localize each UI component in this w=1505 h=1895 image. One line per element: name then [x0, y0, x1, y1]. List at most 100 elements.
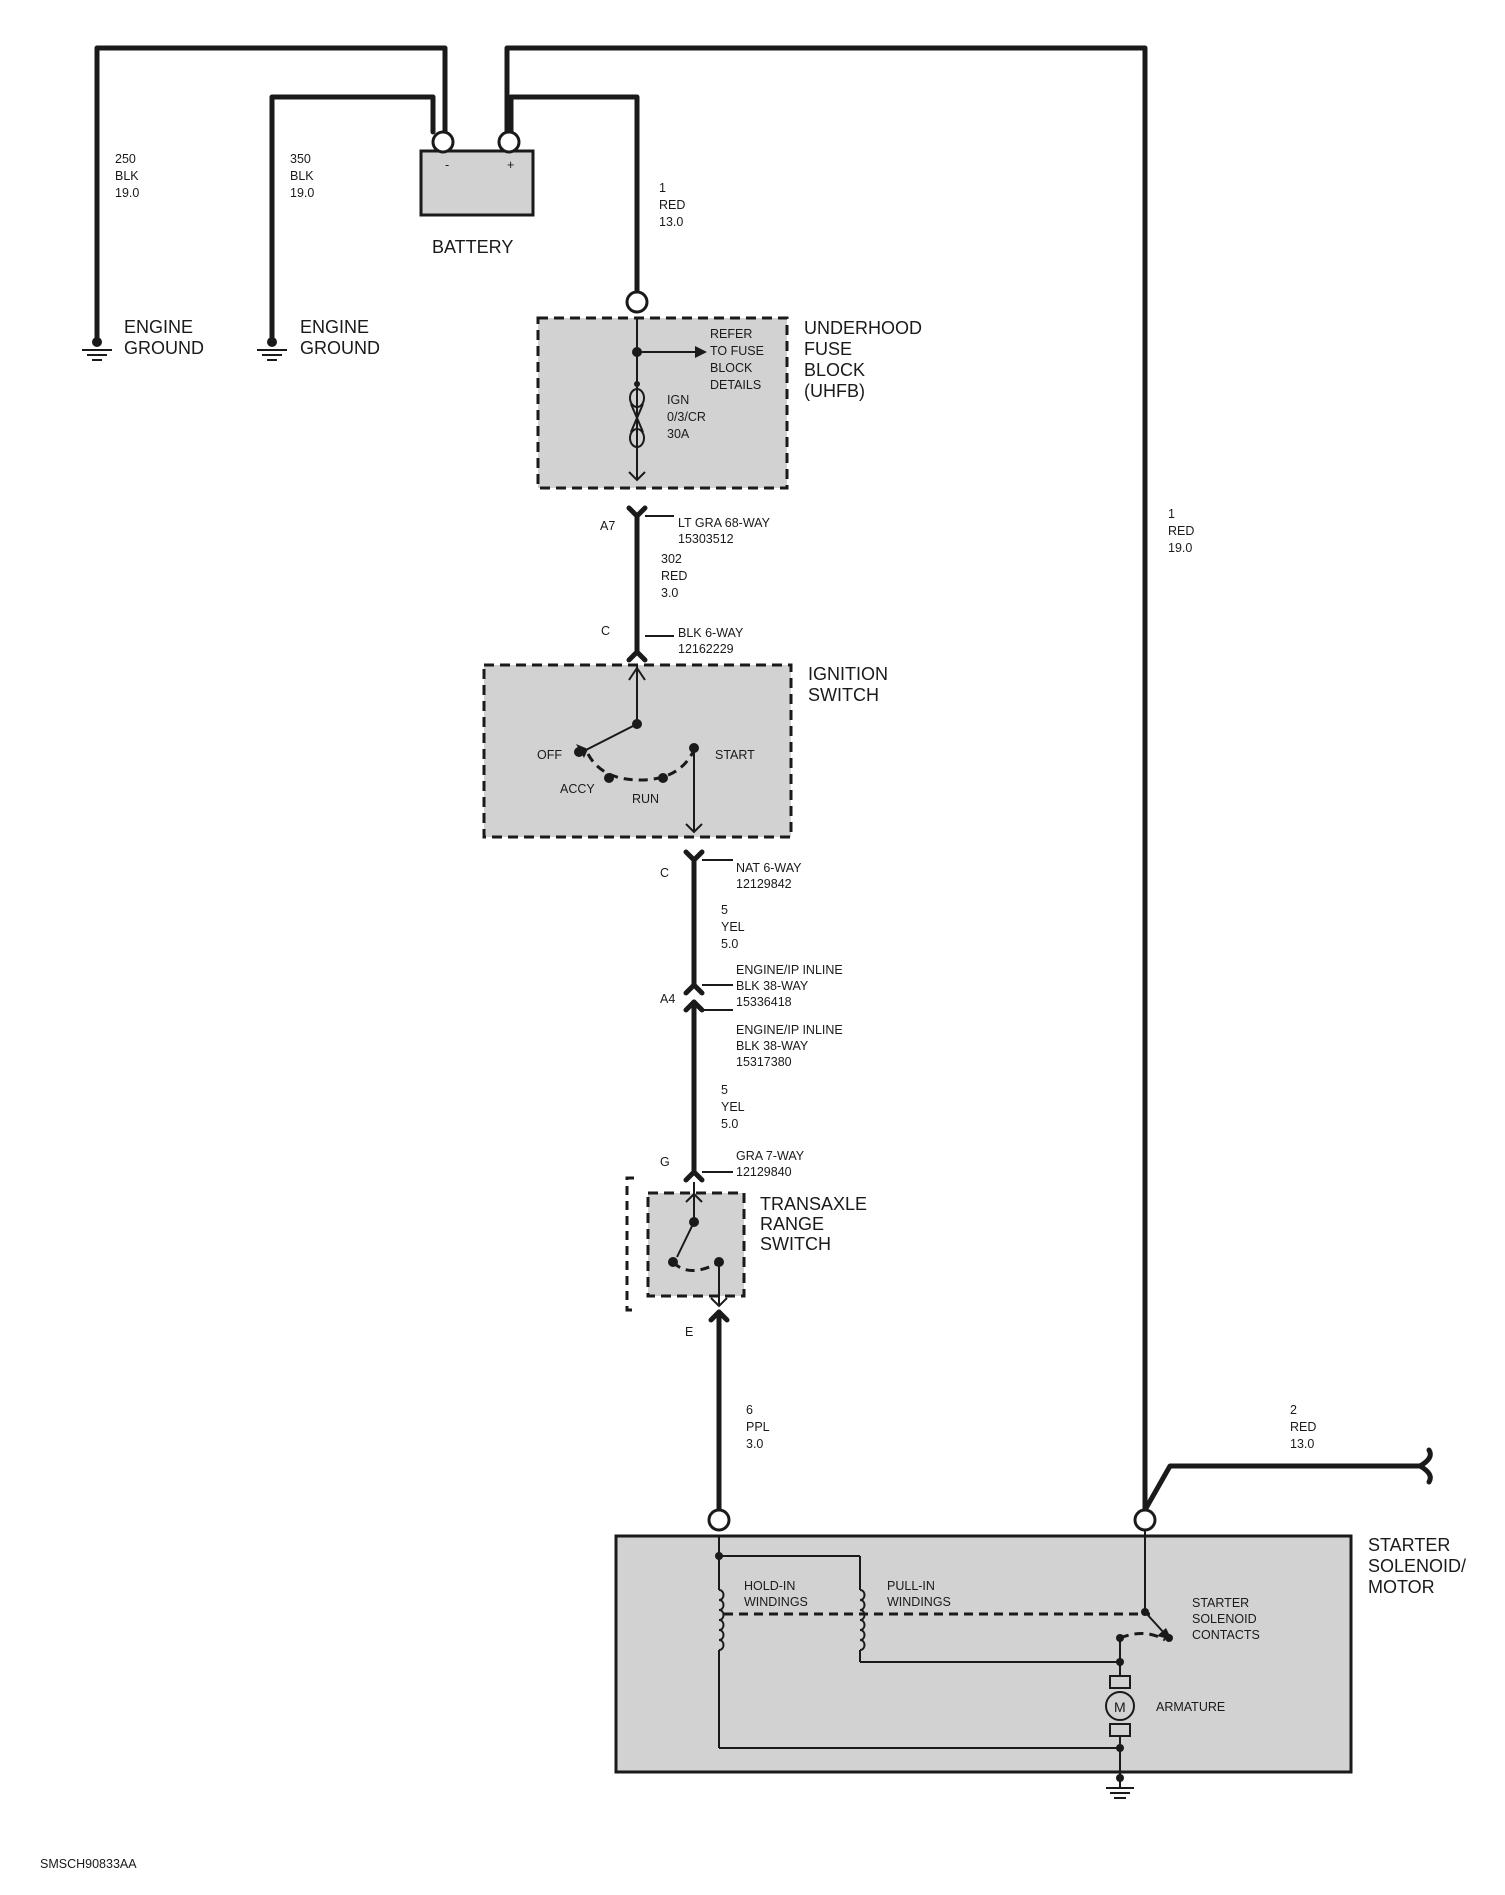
starter-battery-terminal [1133, 1508, 1157, 1532]
wire-label-6: 6 PPL 3.0 [746, 1403, 770, 1451]
connector-a7 [626, 505, 674, 663]
wire-label-250: 250 BLK 19.0 [115, 152, 139, 200]
wire-1-red-starter [504, 45, 1148, 1513]
connector-c-pin-1: C [601, 624, 610, 638]
ignition-off-label: OFF [537, 748, 562, 762]
svg-text:19.0: 19.0 [290, 186, 314, 200]
connector-a4-pin: A4 [660, 992, 675, 1006]
svg-text:12129840: 12129840 [736, 1165, 792, 1179]
connector-a4-upper-label: ENGINE/IP INLINE BLK 38-WAY 15336418 [736, 963, 843, 1009]
svg-text:ENGINE: ENGINE [124, 317, 193, 337]
svg-text:19.0: 19.0 [115, 186, 139, 200]
svg-text:IGN: IGN [667, 393, 689, 407]
pull-in-windings-label: PULL-IN WINDINGS [887, 1579, 951, 1609]
wire-1-red-fuse [508, 94, 640, 294]
ignition-start-label: START [715, 748, 755, 762]
connector-a7-label: LT GRA 68-WAY 15303512 [678, 516, 771, 546]
hold-in-windings-label: HOLD-IN WINDINGS [744, 1579, 808, 1609]
svg-text:SOLENOID/: SOLENOID/ [1368, 1556, 1466, 1576]
wire-label-350: 350 BLK 19.0 [290, 152, 314, 200]
connector-a4-lower-label: ENGINE/IP INLINE BLK 38-WAY 15317380 [736, 1023, 843, 1069]
svg-text:1: 1 [659, 181, 666, 195]
svg-text:GROUND: GROUND [124, 338, 204, 358]
starter-solenoid-motor [614, 1530, 1353, 1799]
wire-label-302: 302 RED 3.0 [661, 552, 687, 600]
svg-text:ENGINE/IP INLINE: ENGINE/IP INLINE [736, 963, 843, 977]
engine-ground-label-2: ENGINE GROUND [300, 317, 380, 358]
svg-text:LT GRA 68-WAY: LT GRA 68-WAY [678, 516, 771, 530]
connector-c-pin-2: C [660, 866, 669, 880]
svg-text:13.0: 13.0 [1290, 1437, 1314, 1451]
ignition-accy-label: ACCY [560, 782, 595, 796]
ignition-switch-title: IGNITION SWITCH [808, 664, 888, 705]
svg-text:MOTOR: MOTOR [1368, 1577, 1435, 1597]
svg-text:PPL: PPL [746, 1420, 770, 1434]
svg-text:STARTER: STARTER [1368, 1535, 1450, 1555]
battery-positive-terminal [497, 130, 521, 154]
svg-text:0/3/CR: 0/3/CR [667, 410, 706, 424]
svg-text:BLK: BLK [115, 169, 139, 183]
wire-label-2: 2 RED 13.0 [1290, 1403, 1316, 1451]
connector-a7-pin: A7 [600, 519, 615, 533]
svg-text:RED: RED [659, 198, 685, 212]
transaxle-range-switch-title: TRANSAXLE RANGE SWITCH [760, 1194, 867, 1254]
svg-text:RANGE: RANGE [760, 1214, 824, 1234]
svg-text:15303512: 15303512 [678, 532, 734, 546]
connector-c-nat [683, 849, 733, 1183]
svg-text:BLK 38-WAY: BLK 38-WAY [736, 1039, 809, 1053]
svg-text:NAT 6-WAY: NAT 6-WAY [736, 861, 802, 875]
wire-350-blk [269, 94, 436, 326]
transaxle-range-switch [625, 1176, 746, 1312]
uhfb-refer-label: REFER TO FUSE BLOCK DETAILS [710, 327, 764, 392]
svg-text:GROUND: GROUND [300, 338, 380, 358]
connector-c-label-2: NAT 6-WAY 12129842 [736, 861, 802, 891]
svg-text:WINDINGS: WINDINGS [744, 1595, 808, 1609]
svg-text:BLK 6-WAY: BLK 6-WAY [678, 626, 744, 640]
svg-text:13.0: 13.0 [659, 215, 683, 229]
uhfb-input-terminal [625, 290, 649, 314]
svg-text:YEL: YEL [721, 1100, 745, 1114]
svg-text:5.0: 5.0 [721, 1117, 738, 1131]
svg-text:RED: RED [661, 569, 687, 583]
svg-text:TO FUSE: TO FUSE [710, 344, 764, 358]
engine-ground-symbol-2 [257, 320, 287, 361]
svg-text:RED: RED [1290, 1420, 1316, 1434]
solenoid-contacts-label: STARTER SOLENOID CONTACTS [1192, 1596, 1260, 1642]
svg-text:ENGINE: ENGINE [300, 317, 369, 337]
svg-text:302: 302 [661, 552, 682, 566]
svg-text:SOLENOID: SOLENOID [1192, 1612, 1257, 1626]
svg-text:BLK: BLK [290, 169, 314, 183]
svg-text:1: 1 [1168, 507, 1175, 521]
connector-e-pin: E [685, 1325, 693, 1339]
wire-250-blk [94, 45, 448, 326]
wire-2-red [1142, 1447, 1433, 1513]
svg-text:(UHFB): (UHFB) [804, 381, 865, 401]
connector-g-label: GRA 7-WAY 12129840 [736, 1149, 805, 1179]
battery-label: BATTERY [432, 237, 513, 257]
svg-text:250: 250 [115, 152, 136, 166]
armature-label: ARMATURE [1156, 1700, 1225, 1714]
ignition-switch [482, 663, 793, 839]
svg-text:30A: 30A [667, 427, 690, 441]
svg-text:FUSE: FUSE [804, 339, 852, 359]
svg-text:6: 6 [746, 1403, 753, 1417]
svg-text:UNDERHOOD: UNDERHOOD [804, 318, 922, 338]
svg-text:19.0: 19.0 [1168, 541, 1192, 555]
svg-text:IGNITION: IGNITION [808, 664, 888, 684]
armature-motor-symbol: M [1114, 1699, 1126, 1715]
wire-label-5b: 5 YEL 5.0 [721, 1083, 745, 1131]
svg-text:BLOCK: BLOCK [710, 361, 753, 375]
svg-text:12162229: 12162229 [678, 642, 734, 656]
svg-text:15317380: 15317380 [736, 1055, 792, 1069]
svg-text:WINDINGS: WINDINGS [887, 1595, 951, 1609]
svg-text:REFER: REFER [710, 327, 752, 341]
svg-text:SWITCH: SWITCH [808, 685, 879, 705]
wire-label-1-fuse: 1 RED 13.0 [659, 181, 685, 229]
battery-positive-mark: + [507, 158, 514, 172]
svg-text:SWITCH: SWITCH [760, 1234, 831, 1254]
svg-text:PULL-IN: PULL-IN [887, 1579, 935, 1593]
wire-label-1-starter: 1 RED 19.0 [1168, 507, 1194, 555]
connector-c-label-1: BLK 6-WAY 12162229 [678, 626, 744, 656]
svg-text:BLK 38-WAY: BLK 38-WAY [736, 979, 809, 993]
battery-negative-terminal [431, 130, 455, 154]
